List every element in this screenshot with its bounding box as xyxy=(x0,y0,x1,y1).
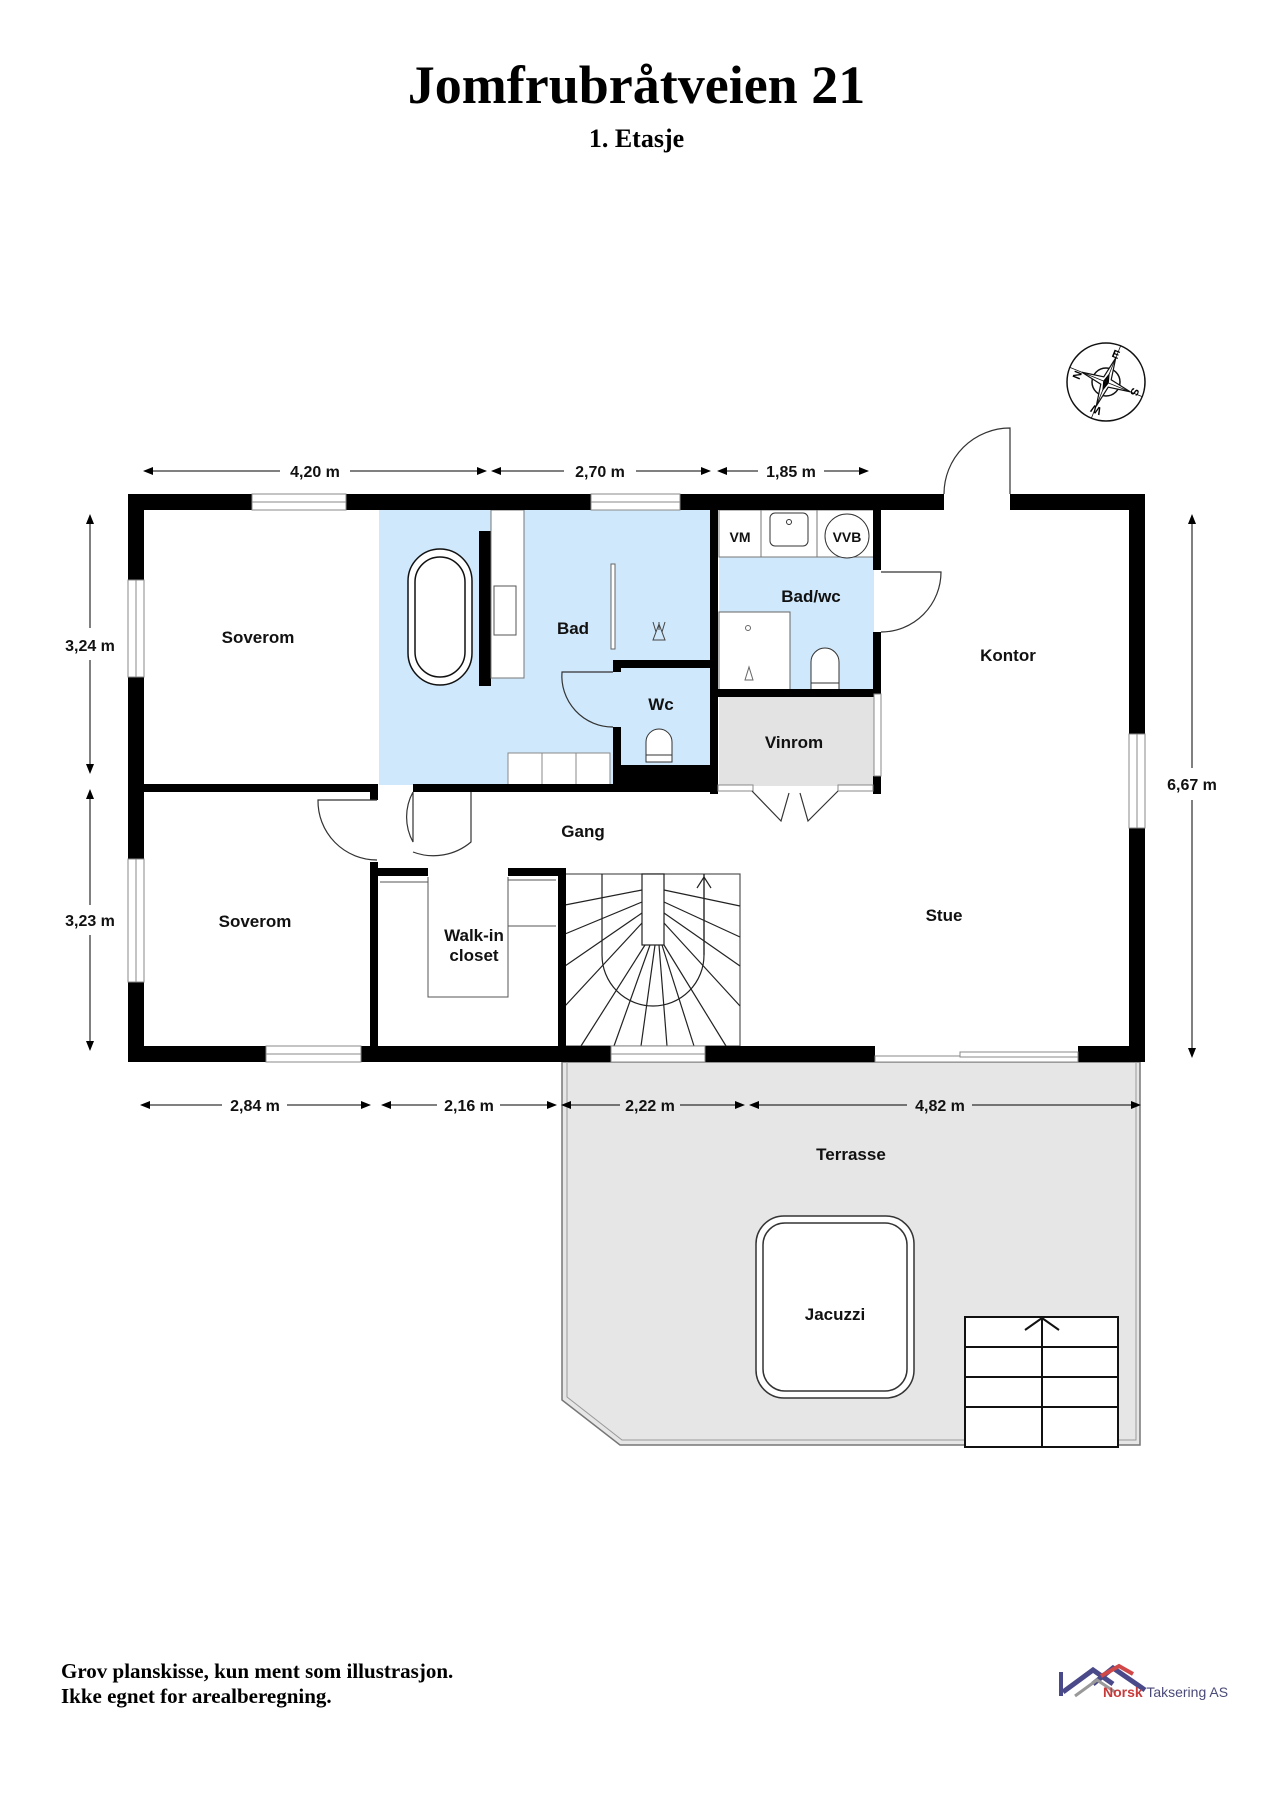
sink xyxy=(493,585,517,636)
roof-logo-icon xyxy=(1059,1663,1147,1698)
room-label-bad-wc: Bad/wc xyxy=(781,587,841,606)
dim-left-1: 3,24 m xyxy=(65,638,115,655)
dim-top-2: 2,70 m xyxy=(575,464,625,481)
bath-bench xyxy=(507,752,611,786)
room-label-wc: Wc xyxy=(648,695,674,714)
disclaimer: Grov planskisse, kun ment som illustrasj… xyxy=(61,1659,453,1709)
label-vvb: VVB xyxy=(833,529,862,545)
compass-w: W xyxy=(1089,401,1104,416)
doors xyxy=(317,427,1011,861)
dimension-lines xyxy=(86,467,1196,1109)
disclaimer-line-2: Ikke egnet for arealberegning. xyxy=(61,1684,332,1708)
vinrom-floor xyxy=(719,694,874,786)
windows xyxy=(127,493,1146,1063)
dim-right: 6,67 m xyxy=(1167,777,1217,794)
floor-subtitle: 1. Etasje xyxy=(588,124,685,153)
utility-row xyxy=(718,509,875,559)
bath-partition xyxy=(479,531,491,686)
shower-glass xyxy=(610,563,616,650)
room-label-soverom-1: Soverom xyxy=(222,628,295,647)
room-label-kontor: Kontor xyxy=(980,646,1036,665)
room-label-terrasse: Terrasse xyxy=(816,1145,886,1164)
logo-brand-taksering: Taksering AS xyxy=(1142,1684,1229,1700)
dim-bottom-4: 4,82 m xyxy=(915,1098,965,1115)
compass-e: E xyxy=(1110,348,1121,362)
dim-bottom-3: 2,22 m xyxy=(625,1098,675,1115)
room-label-bad: Bad xyxy=(557,619,589,638)
compass-s: S xyxy=(1127,386,1141,397)
dim-top-3: 1,85 m xyxy=(766,464,816,481)
bathtub xyxy=(407,548,473,686)
terrace-stairs xyxy=(964,1316,1119,1448)
walls xyxy=(128,494,1145,1062)
room-label-stue: Stue xyxy=(926,906,963,925)
closet-shelves xyxy=(380,877,556,998)
wc-toilet-icon xyxy=(645,728,673,763)
company-logo: Norsk Taksering AS xyxy=(1045,1662,1235,1712)
logo-brand-norsk: Norsk xyxy=(1103,1684,1143,1700)
room-label-vinrom: Vinrom xyxy=(765,733,823,752)
bad-wc-toilet-icon xyxy=(810,647,840,692)
room-label-walk-in-1: Walk-in xyxy=(444,926,504,945)
dim-bottom-2: 2,16 m xyxy=(444,1098,494,1115)
shower-tray xyxy=(718,611,791,693)
page-title: Jomfrubråtveien 21 xyxy=(407,55,866,115)
room-label-walk-in-2: closet xyxy=(449,946,498,965)
room-label-soverom-2: Soverom xyxy=(219,912,292,931)
compass-icon: N E S W xyxy=(1066,342,1146,422)
room-label-gang: Gang xyxy=(561,822,604,841)
dim-top-1: 4,20 m xyxy=(290,464,340,481)
shower-icon xyxy=(652,621,666,641)
dim-bottom-1: 2,84 m xyxy=(230,1098,280,1115)
dim-left-2: 3,23 m xyxy=(65,913,115,930)
disclaimer-line-1: Grov planskisse, kun ment som illustrasj… xyxy=(61,1659,454,1683)
interior-stairs xyxy=(564,873,741,1047)
room-label-jacuzzi: Jacuzzi xyxy=(805,1305,865,1324)
jacuzzi xyxy=(755,1215,915,1399)
compass-n: N xyxy=(1071,369,1085,381)
label-vm: VM xyxy=(730,529,751,545)
